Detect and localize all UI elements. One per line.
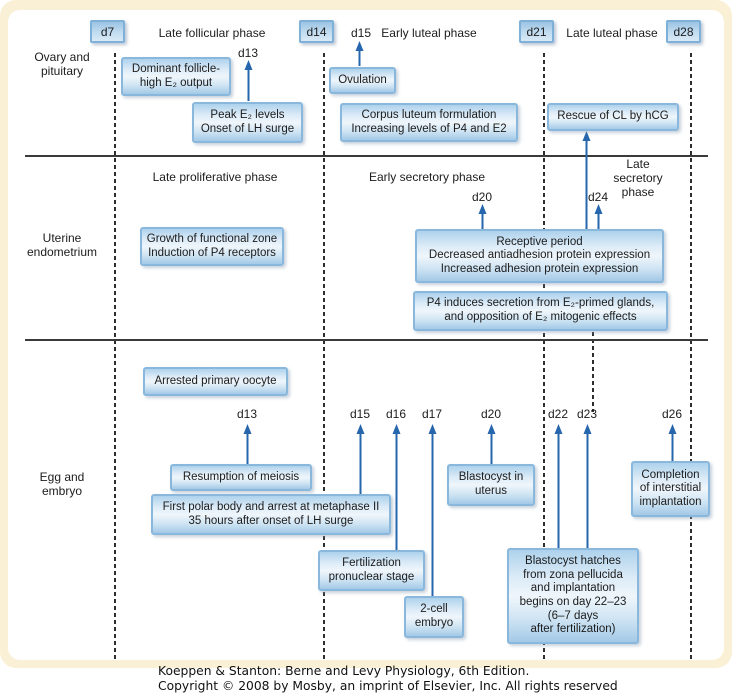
up-arrow-d22-egg: [553, 424, 564, 549]
footer-copyright: Copyright © 2008 by Mosby, an imprint of…: [158, 679, 618, 694]
row-label-egg-embryo: Egg and embryo: [39, 470, 85, 499]
day-label-d26-egg: d26: [661, 407, 683, 421]
up-arrow-rescue-cl: [581, 131, 592, 229]
dashed-line-d14: [323, 53, 325, 662]
divider-ovary-uterine: [25, 155, 708, 157]
day-label-d13-egg: d13: [236, 407, 258, 421]
box-receptive-period: Receptive period Decreased antiadhesion …: [415, 229, 664, 283]
day-label-d20-endometrium: d20: [471, 190, 493, 204]
phase-label-early-luteal: Early luteal phase: [381, 26, 477, 40]
dashed-line-d28: [690, 53, 692, 662]
day-box-d28: d28: [666, 20, 701, 43]
up-arrow-d13-egg: [242, 424, 253, 464]
box-corpus-luteum: Corpus luteum formulation Increasing lev…: [340, 103, 518, 142]
day-label-d22-egg: d22: [547, 407, 569, 421]
footer-citation: Koeppen & Stanton: Berne and Levy Physio…: [158, 664, 530, 678]
up-arrow-d24-endometrium: [593, 204, 604, 229]
box-blastocyst-hatches: Blastocyst hatches from zona pellucida a…: [507, 548, 639, 644]
dashed-line-d7: [114, 53, 116, 662]
day-label-d23-egg: d23: [576, 407, 598, 421]
box-arrested-oocyte: Arrested primary oocyte: [143, 367, 288, 396]
day-label-d16-egg: d16: [385, 407, 407, 421]
day-label-d15-egg: d15: [349, 407, 371, 421]
up-arrow-d26-egg: [667, 424, 678, 462]
box-fertilization: Fertilization pronuclear stage: [318, 550, 425, 591]
phase-label-late-follicular: Late follicular phase: [158, 26, 266, 40]
box-two-cell-embryo: 2-cell embryo: [404, 596, 464, 638]
up-arrow-d17-egg: [427, 424, 438, 597]
day-box-d14: d14: [299, 20, 334, 43]
day-label-d20-egg: d20: [480, 407, 502, 421]
box-resumption-meiosis: Resumption of meiosis: [170, 464, 312, 491]
day-label-d13-ovary: d13: [237, 46, 259, 60]
phase-label-late-luteal: Late luteal phase: [566, 26, 658, 40]
box-dominant-follicle: Dominant follicle- high E₂ output: [121, 57, 231, 96]
up-arrow-d13-ovary: [243, 60, 254, 101]
box-growth-zone: Growth of functional zone Induction of P…: [140, 227, 284, 266]
box-ovulation: Ovulation: [329, 67, 396, 94]
box-completion-implantation: Completion of interstitial implantation: [631, 461, 710, 517]
phase-label-early-secretory: Early secretory phase: [368, 170, 486, 184]
box-rescue-cl: Rescue of CL by hCG: [547, 103, 679, 131]
box-p4-induces: P4 induces secretion from E₂-primed glan…: [413, 291, 668, 331]
day-label-d17-egg: d17: [421, 407, 443, 421]
day-label-d15-ovary: d15: [350, 26, 372, 40]
day-box-d21: d21: [519, 20, 554, 43]
up-arrow-d16-egg: [391, 424, 402, 551]
box-first-polar-body: First polar body and arrest at metaphase…: [151, 494, 391, 535]
diagram-canvas: Ovary and pituitary Uterine endometrium …: [8, 10, 724, 662]
footer: Koeppen & Stanton: Berne and Levy Physio…: [158, 664, 618, 695]
dashed-line-d23-segment: [592, 332, 594, 412]
box-blastocyst-uterus: Blastocyst in uterus: [447, 464, 535, 506]
up-arrow-d20-endometrium: [477, 204, 488, 229]
up-arrow-d15-egg: [355, 424, 366, 494]
box-peak-e2: Peak E₂ levels Onset of LH surge: [192, 102, 303, 143]
phase-label-late-secretory: Late secretory phase: [613, 157, 663, 200]
phase-label-late-proliferative: Late proliferative phase: [152, 170, 278, 184]
up-arrow-d20-egg: [486, 424, 497, 464]
up-arrow-d15-ovulation: [354, 41, 365, 66]
row-label-ovary-pituitary: Ovary and pituitary: [34, 50, 90, 79]
row-label-uterine-endometrium: Uterine endometrium: [26, 231, 98, 260]
day-label-d24-endometrium: d24: [587, 190, 609, 204]
day-box-d7: d7: [90, 20, 125, 43]
dashed-line-d21: [543, 53, 545, 662]
up-arrow-d23-egg: [582, 424, 593, 549]
divider-uterine-egg: [25, 339, 708, 341]
diagram-panel: Ovary and pituitary Uterine endometrium …: [0, 0, 732, 668]
